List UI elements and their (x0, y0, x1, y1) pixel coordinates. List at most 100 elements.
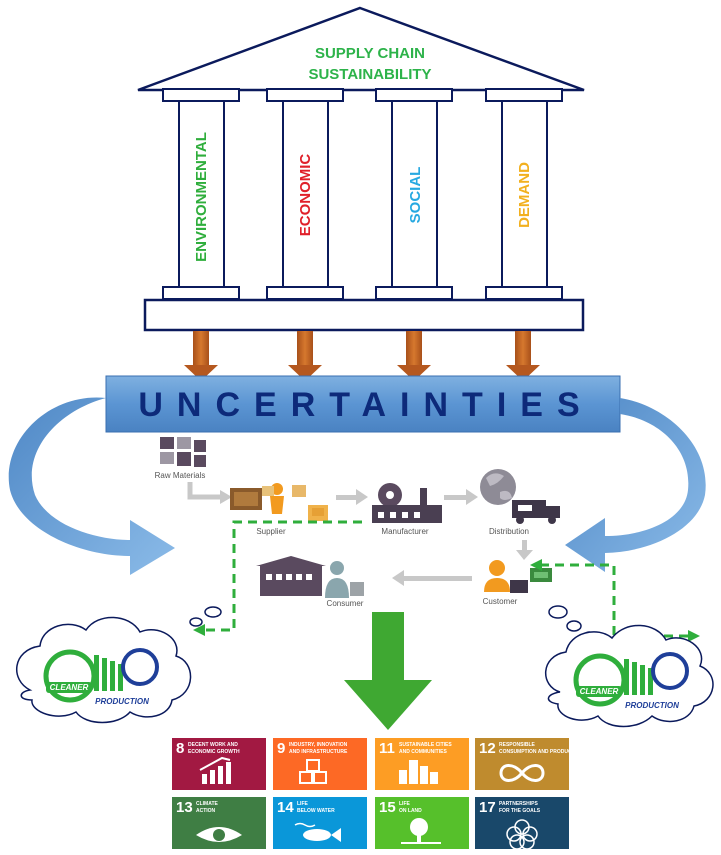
supplier-icon (230, 483, 328, 521)
node-consumer: Consumer (327, 599, 364, 608)
sdg-number: 14 (277, 799, 294, 816)
sdg-title-line1: DECENT WORK AND (188, 742, 238, 748)
node-manufacturer: Manufacturer (381, 527, 428, 536)
down-arrows (184, 331, 540, 381)
flow-arrow (444, 495, 468, 500)
cleaner-production-logo: CLEANER PRODUCTION (573, 652, 689, 710)
flow-arrow (522, 540, 527, 552)
flow-arrow (336, 495, 358, 500)
pillar-economic: ECONOMIC (266, 88, 344, 300)
sdg-title-line1: PARTNERSHIPS (499, 801, 538, 807)
supply-chain: Raw Materials Supplier (155, 437, 560, 608)
pillar-demand: DEMAND (485, 88, 563, 300)
pillar-label-demand: DEMAND (516, 162, 533, 228)
dashed-arrow-head-left (193, 624, 205, 636)
sdg-number: 8 (176, 740, 184, 757)
sdg-title-line2: FOR THE GOALS (499, 808, 541, 814)
sdg-number: 9 (277, 740, 285, 757)
curved-arrow-right (565, 398, 706, 572)
sdg-title-line2: ON LAND (399, 808, 422, 814)
temple-roof (137, 6, 585, 92)
down-arrow (506, 331, 540, 381)
sdg-title-line1: LIFE (297, 801, 308, 807)
sdg-title-line2: ECONOMIC GROWTH (188, 749, 240, 755)
flow-arrow-head (466, 489, 478, 505)
node-supplier: Supplier (256, 527, 286, 536)
down-arrow (288, 331, 322, 381)
dashed-arrow-head-right-2 (688, 630, 700, 642)
production-label: PRODUCTION (95, 697, 149, 706)
sdg-tile-bg (475, 797, 569, 849)
roof-title-line1: SUPPLY CHAIN (315, 45, 425, 62)
sdg-title-line1: CLIMATE (196, 801, 219, 807)
down-arrow (184, 331, 218, 381)
eye-globe-icon (196, 827, 242, 842)
infinity-icon (499, 764, 545, 782)
pillar-environmental: ENVIRONMENTAL (162, 88, 240, 300)
sdg-title-line1: SUSTAINABLE CITIES (399, 742, 452, 748)
sdg-number: 12 (479, 740, 496, 757)
sdg-title-line1: LIFE (399, 801, 410, 807)
node-customer: Customer (483, 597, 518, 606)
pillar-label-environmental: ENVIRONMENTAL (193, 132, 210, 262)
pillar-social: SOCIAL (375, 88, 453, 300)
flow-arrow-head (356, 489, 368, 505)
pillar-label-social: SOCIAL (407, 167, 424, 224)
green-down-arrow (344, 612, 432, 730)
curved-arrow-left (8, 397, 176, 575)
city-icon (399, 760, 438, 784)
cubes-icon (299, 759, 327, 784)
flow-arrow-head (392, 570, 404, 586)
sdg-number: 11 (379, 740, 395, 757)
sdg-title-line2: AND COMMUNITIES (399, 749, 447, 755)
sdg-number: 15 (379, 799, 396, 816)
node-distribution: Distribution (489, 527, 529, 536)
growth-chart-icon (199, 756, 231, 784)
sdg-title-line2: BELOW WATER (297, 808, 335, 814)
puzzle-icon (160, 437, 206, 467)
temple-base (143, 298, 585, 332)
sdg-title-line2: AND INFRASTRUCTURE (289, 749, 348, 755)
factory-icon (372, 483, 442, 523)
sdg-number: 13 (176, 799, 193, 816)
dashed-feedback-left (205, 520, 362, 632)
uncertainties-label: UNCERTAINTIES (138, 386, 593, 424)
pillar-label-economic: ECONOMIC (297, 154, 314, 237)
cleaner-label: CLEANER (50, 683, 89, 692)
node-raw-materials: Raw Materials (155, 471, 206, 480)
globe-truck-icon (480, 469, 560, 524)
cleaner-production-cloud-left: CLEANER PRODUCTION (15, 616, 192, 724)
cleaner-production-cloud-right: CLEANER PRODUCTION (544, 624, 714, 728)
dashed-feedback-right (540, 563, 688, 638)
flow-arrow-head (220, 490, 232, 504)
roof-title-line2: SUSTAINABILITY (308, 66, 431, 83)
consumer-store-icon (256, 556, 364, 598)
fish-icon (294, 822, 341, 842)
sdg-number: 17 (479, 799, 496, 816)
sdg-title-line1: INDUSTRY, INNOVATION (289, 742, 348, 748)
rings-icon (506, 819, 538, 850)
cleaner-label: CLEANER (580, 687, 619, 696)
customer-icon (484, 560, 552, 593)
sdg-tile-bg (475, 738, 569, 790)
flow-arrow (402, 576, 472, 581)
dashed-arrow-head-right-1 (530, 559, 542, 571)
temple: SUPPLY CHAIN SUSTAINABILITY ENVIRONMENTA… (137, 6, 585, 332)
production-label: PRODUCTION (625, 701, 679, 710)
sdg-title-line2: CONSUMPTION AND PRODUCTION (499, 749, 584, 755)
tree-icon (401, 818, 441, 844)
thought-trail-left (189, 606, 222, 627)
sdg-title-line1: RESPONSIBLE (499, 742, 536, 748)
uncertainties-banner: UNCERTAINTIES (105, 375, 621, 433)
sdg-title-line2: ACTION (196, 808, 216, 814)
